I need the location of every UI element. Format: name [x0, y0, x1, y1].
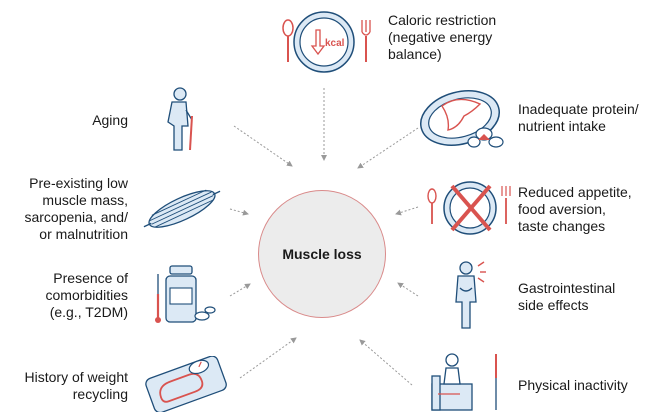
kcal-text: kcal [325, 38, 345, 49]
arrow-appetite [396, 207, 418, 214]
arrow-comorbidities [230, 284, 250, 296]
arrow-inactivity [360, 340, 412, 385]
label-preexisting: Pre-existing low muscle mass, sarcopenia… [24, 175, 128, 243]
label-physical-inactivity: Physical inactivity [518, 377, 628, 394]
sitting-person-icon [430, 350, 504, 416]
arrow-preexisting [230, 209, 248, 214]
center-label: Muscle loss [282, 246, 361, 262]
label-comorbidities: Presence of comorbidities (e.g., T2DM) [46, 270, 128, 321]
crossed-plate-icon [424, 176, 514, 240]
protein-plate-icon [418, 82, 514, 162]
arrow-weight [240, 338, 296, 378]
arrow-gi [398, 283, 418, 296]
arrow-aging [234, 126, 292, 166]
muscle-fiber-icon [140, 182, 224, 236]
label-reduced-appetite: Reduced appetite, food aversion, taste c… [518, 184, 632, 235]
weight-scale-icon [142, 356, 232, 412]
label-aging: Aging [92, 112, 128, 129]
stomach-ache-icon [448, 258, 488, 332]
label-caloric-restriction: Caloric restriction (negative energy bal… [388, 12, 496, 63]
plate-kcal-icon: kcal [278, 6, 374, 78]
arrow-protein [358, 128, 418, 168]
elderly-person-icon [162, 86, 202, 154]
label-gi-side-effects: Gastrointestinal side effects [518, 280, 615, 314]
label-weight-cycling: History of weight recycling [25, 369, 128, 403]
medication-icon [152, 264, 216, 326]
label-inadequate-protein: Inadequate protein/ nutrient intake [518, 101, 639, 135]
center-node: Muscle loss [258, 190, 386, 318]
